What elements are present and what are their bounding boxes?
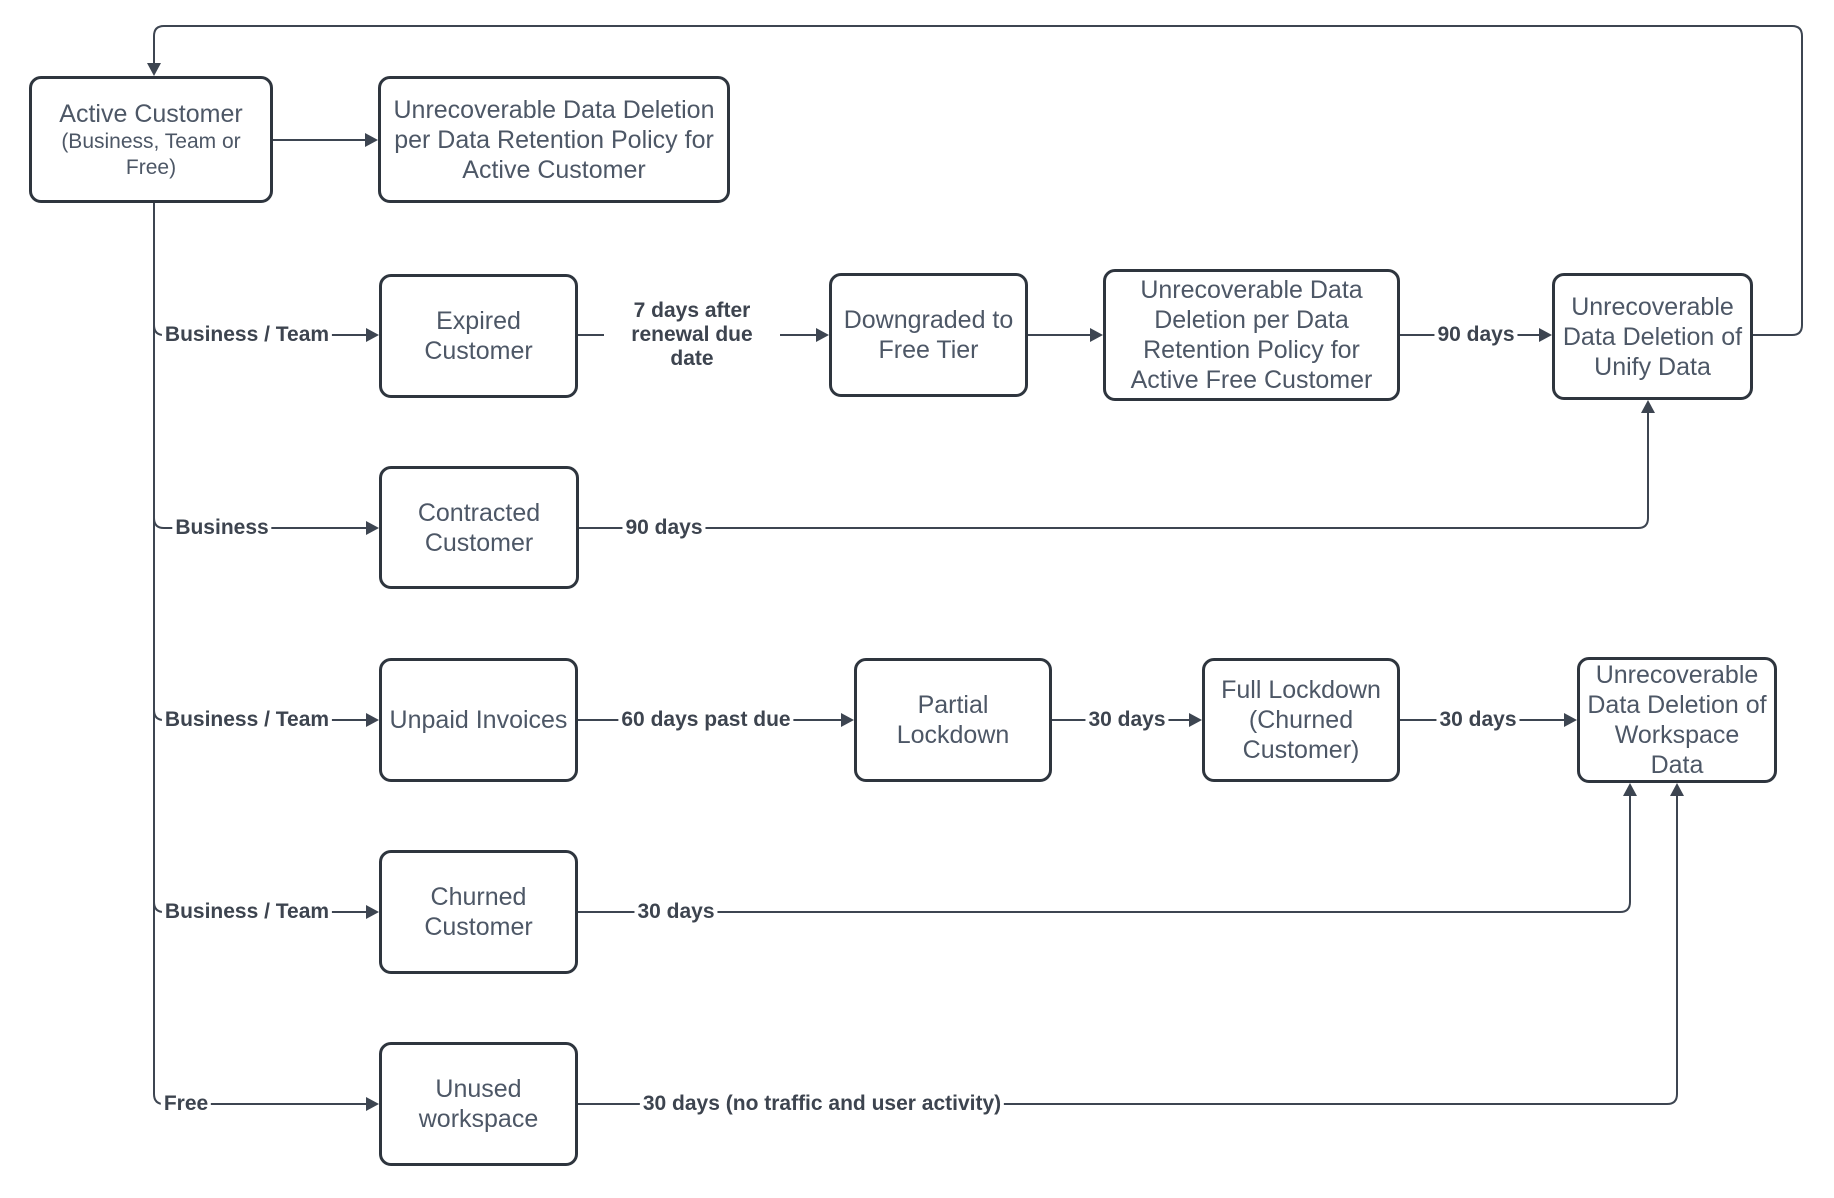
node-active-customer: Active Customer (Business, Team or Free) <box>29 76 273 203</box>
edge-label-business-team-expired: Business / Team <box>161 322 333 348</box>
edge-label-free-unused: Free <box>160 1091 212 1117</box>
connector-churned-to-workspace <box>578 796 1631 913</box>
arrowhead-active-to-deletion <box>365 133 378 147</box>
node-contracted-customer-label: Contracted Customer <box>417 498 541 557</box>
arrowhead-partial-to-full <box>1189 713 1202 727</box>
node-active-customer-subtitle: (Business, Team or Free) <box>61 130 241 179</box>
node-partial-lockdown-label: Partial Lockdown <box>896 691 1010 749</box>
arrowhead-unify-to-active <box>147 63 161 76</box>
node-downgraded-free-tier: Downgraded to Free Tier <box>829 273 1028 397</box>
arrowhead-branch-expired <box>366 328 379 342</box>
edge-label-business-team-churned: Business / Team <box>161 899 333 925</box>
node-full-lockdown: Full Lockdown (Churned Customer) <box>1202 658 1400 782</box>
edge-label-90-days-free-to-unify: 90 days <box>1434 322 1518 348</box>
node-workspace-data-deletion-label: Unrecoverable Data Deletion of Workspace… <box>1587 661 1767 779</box>
arrowhead-branch-churned <box>366 905 379 919</box>
arrowhead-churned-to-workspace <box>1623 783 1637 796</box>
node-unify-data-deletion: Unrecoverable Data Deletion of Unify Dat… <box>1552 273 1753 400</box>
node-deletion-active-customer-label: Unrecoverable Data Deletion per Data Ret… <box>393 95 715 184</box>
connector-branch-contracted <box>153 517 366 529</box>
node-churned-customer: Churned Customer <box>379 850 578 974</box>
arrowhead-branch-contracted <box>366 521 379 535</box>
node-full-lockdown-label: Full Lockdown (Churned Customer) <box>1221 676 1381 764</box>
edge-label-30-days-partial-full: 30 days <box>1085 707 1169 733</box>
arrowhead-deletionfree-to-unify <box>1539 328 1552 342</box>
edge-label-business-team-unpaid: Business / Team <box>161 707 333 733</box>
node-contracted-customer: Contracted Customer <box>379 466 579 589</box>
node-unify-data-deletion-label: Unrecoverable Data Deletion of Unify Dat… <box>1562 292 1743 381</box>
arrowhead-unpaid-to-partial <box>841 713 854 727</box>
arrowhead-trunk-to-unused <box>366 1097 379 1111</box>
connector-unused-to-workspace <box>578 796 1678 1105</box>
node-deletion-active-customer: Unrecoverable Data Deletion per Data Ret… <box>378 76 730 203</box>
node-churned-customer-label: Churned Customer <box>424 883 533 941</box>
edge-label-30-days-churned: 30 days <box>634 899 718 925</box>
edge-label-business-contracted: Business <box>172 515 272 541</box>
arrowhead-full-to-workspace <box>1564 713 1577 727</box>
node-deletion-free-customer-label: Unrecoverable Data Deletion per Data Ret… <box>1130 276 1373 394</box>
node-downgraded-free-tier-label: Downgraded to Free Tier <box>843 306 1014 364</box>
arrowhead-expired-to-downgraded <box>816 328 829 342</box>
node-expired-customer: Expired Customer <box>379 274 578 398</box>
node-unpaid-invoices: Unpaid Invoices <box>379 658 578 782</box>
edge-label-60-days-past-due: 60 days past due <box>618 707 794 733</box>
edge-label-90-days-contracted: 90 days <box>622 515 706 541</box>
node-partial-lockdown: Partial Lockdown <box>854 658 1052 782</box>
node-unused-workspace-label: Unused workspace <box>418 1075 539 1133</box>
arrowhead-unused-to-workspace <box>1670 783 1684 796</box>
node-expired-customer-label: Expired Customer <box>424 307 533 365</box>
arrowhead-contracted-to-unify <box>1641 400 1655 413</box>
node-deletion-free-customer: Unrecoverable Data Deletion per Data Ret… <box>1103 269 1400 401</box>
node-unused-workspace: Unused workspace <box>379 1042 578 1166</box>
edge-label-30-days-no-traffic: 30 days (no traffic and user activity) <box>639 1091 1005 1117</box>
connector-unify-to-active <box>153 25 1803 336</box>
connector-contracted-to-unify <box>579 413 1649 529</box>
edge-label-30-days-full-workspace: 30 days <box>1436 707 1520 733</box>
node-workspace-data-deletion: Unrecoverable Data Deletion of Workspace… <box>1577 657 1777 783</box>
node-unpaid-invoices-label: Unpaid Invoices <box>389 706 568 734</box>
arrowhead-downgraded-to-deletionfree <box>1090 328 1103 342</box>
node-active-customer-title: Active Customer <box>59 100 243 129</box>
edge-label-7-days-after-renewal: 7 days after renewal due date <box>604 298 780 372</box>
arrowhead-branch-unpaid <box>366 713 379 727</box>
